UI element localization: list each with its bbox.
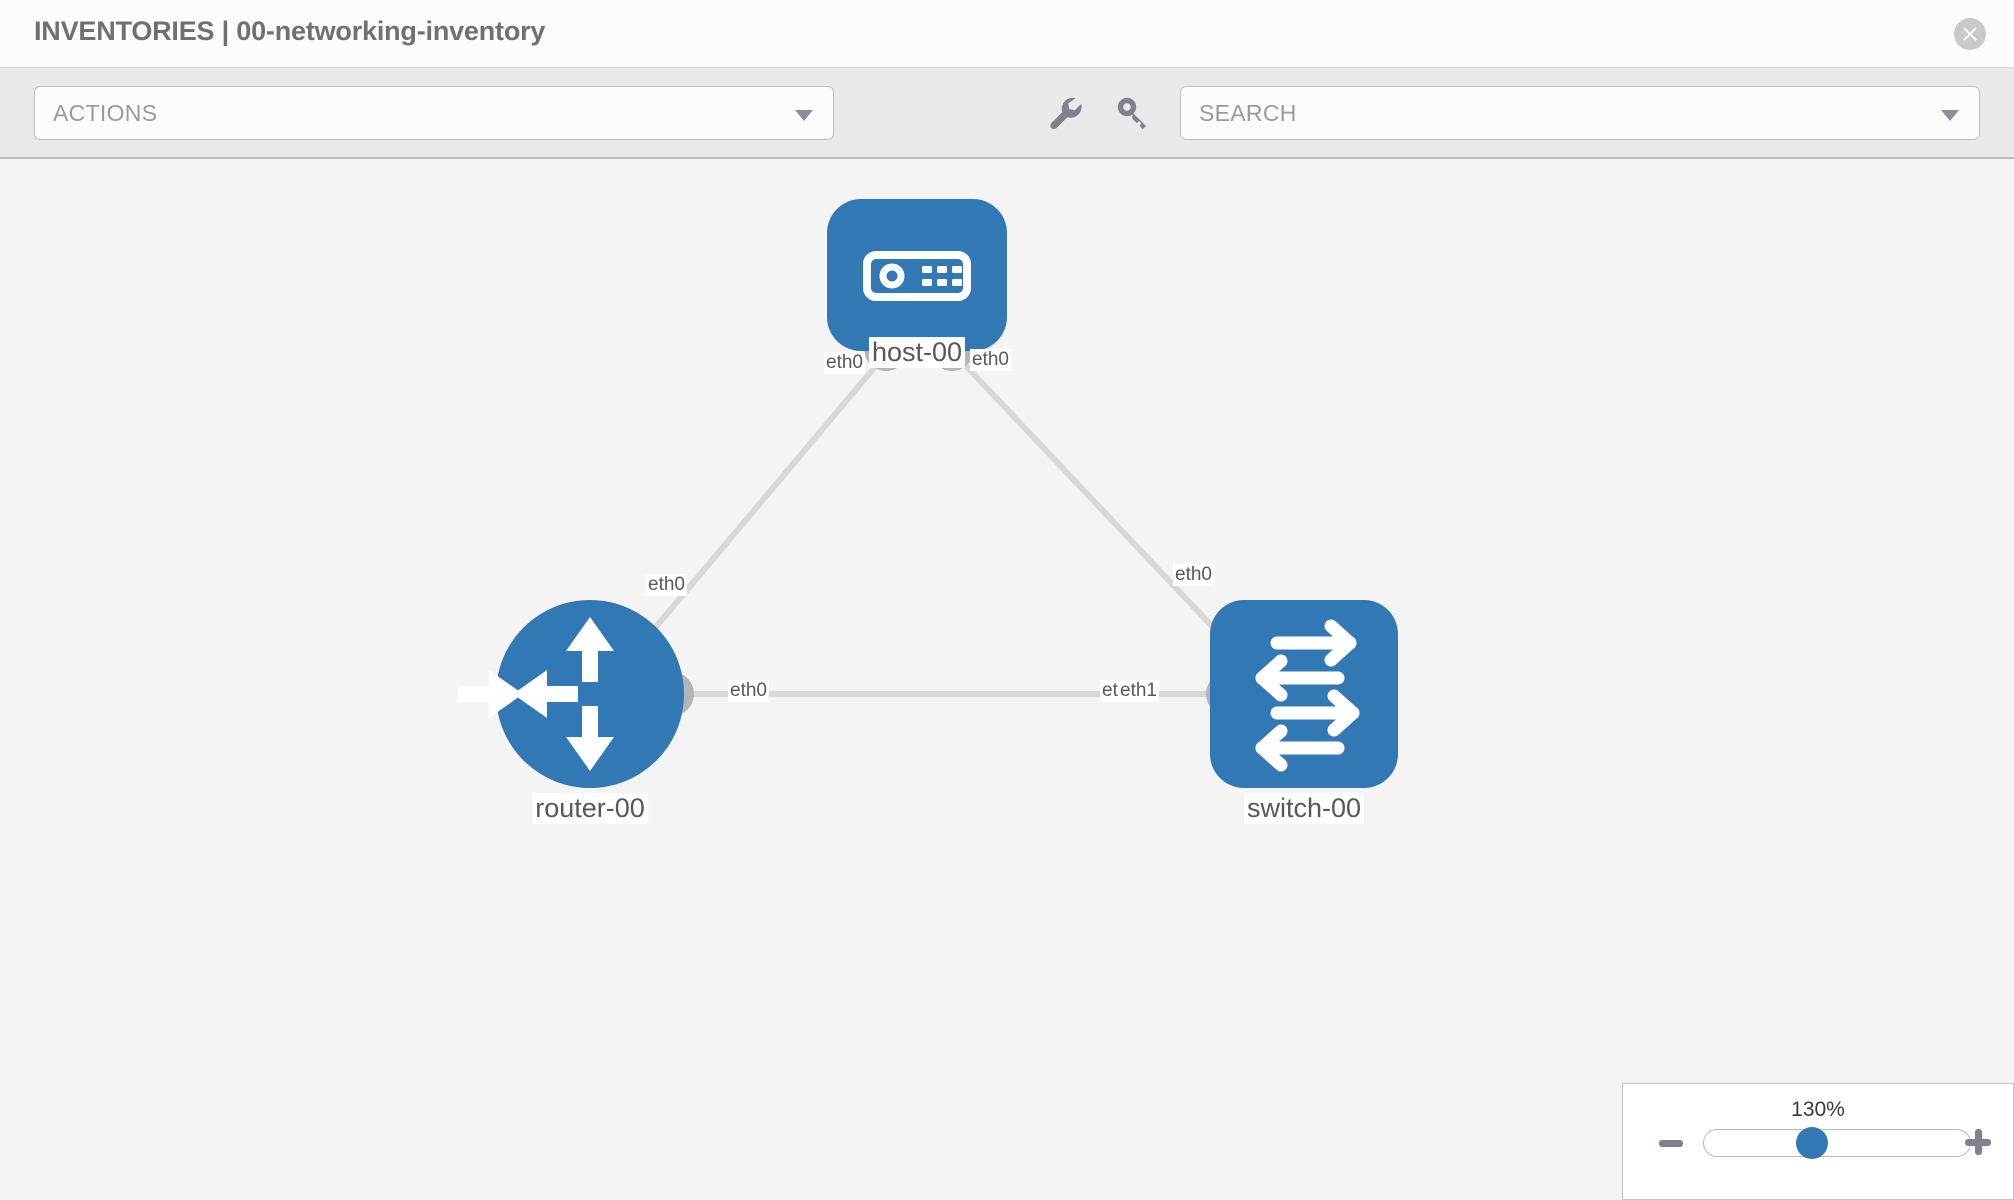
node-label-switch-00: switch-00 <box>1243 793 1365 824</box>
switch-arrows-icon <box>1255 619 1360 772</box>
page-title: INVENTORIES | 00-networking-inventory <box>34 16 546 46</box>
iface-label: eth0 <box>646 574 687 596</box>
key-icon[interactable] <box>1110 90 1156 136</box>
node-host-00[interactable] <box>827 199 1007 351</box>
iface-label: eth0 <box>728 680 769 702</box>
node-switch-00[interactable] <box>1210 600 1398 788</box>
node-label-router-00: router-00 <box>532 793 648 824</box>
zoom-slider-track[interactable] <box>1703 1129 1971 1157</box>
search-input[interactable]: SEARCH <box>1180 86 1980 140</box>
search-placeholder: SEARCH <box>1199 100 1297 126</box>
chevron-down-icon <box>795 110 813 121</box>
node-label-host-00: host-00 <box>868 337 966 368</box>
actions-dropdown-label: ACTIONS <box>53 100 158 126</box>
actions-dropdown[interactable]: ACTIONS <box>34 86 834 140</box>
router-arrows-icon <box>458 617 614 771</box>
topology-links <box>609 346 1265 697</box>
iface-label: eth0 <box>824 352 865 374</box>
node-router-00[interactable] <box>458 600 684 788</box>
zoom-level-value: 130% <box>1791 1098 1845 1121</box>
topology-graph <box>458 199 1398 788</box>
iface-label: eth0 <box>970 349 1011 371</box>
link-host00-router00[interactable] <box>609 347 893 681</box>
zoom-slider-thumb[interactable] <box>1796 1127 1828 1159</box>
iface-label: eth1 <box>1118 680 1159 702</box>
topology-canvas[interactable]: eth0 eth0 eth0 eth0 eth0 eth0 eth1 host-… <box>0 159 2014 1200</box>
chevron-down-icon[interactable] <box>1941 110 1959 121</box>
zoom-in-button[interactable] <box>1965 1129 1991 1155</box>
wrench-icon[interactable] <box>1042 90 1088 136</box>
link-host00-switch00[interactable] <box>947 346 1265 682</box>
zoom-control-panel: 130% <box>1622 1083 2014 1200</box>
iface-label: eth0 <box>1173 564 1214 586</box>
zoom-out-button[interactable] <box>1659 1140 1683 1147</box>
close-icon[interactable] <box>1954 18 1986 50</box>
page-header: INVENTORIES | 00-networking-inventory <box>0 0 2014 68</box>
toolbar: ACTIONS SEARCH <box>0 68 2014 159</box>
server-icon <box>863 251 971 301</box>
